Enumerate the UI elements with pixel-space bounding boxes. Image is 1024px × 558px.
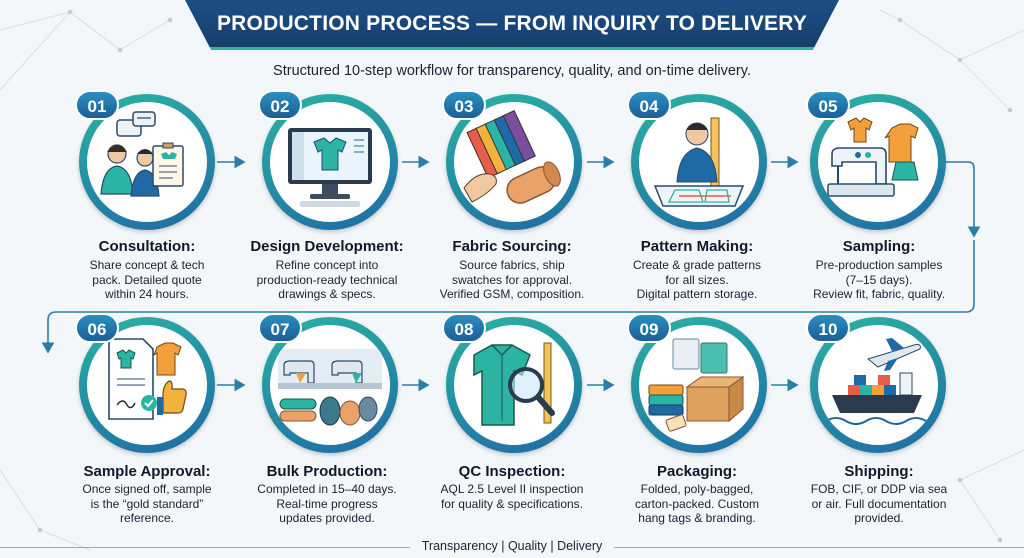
step-desc-line: production-ready technical: [256, 272, 398, 287]
step-desc-line: Real-time progress: [276, 496, 378, 511]
footer-rule-right: [614, 547, 1024, 548]
factory-icon: [278, 349, 382, 426]
design-monitor-icon: [288, 128, 372, 207]
footer-separator: |: [550, 539, 554, 553]
footer-tagline: Transparency | Quality | Delivery: [0, 539, 1024, 553]
step-desc-line: updates provided.: [279, 511, 375, 525]
consultation-icon: [100, 111, 184, 197]
step-number-badge: 04: [627, 90, 671, 120]
step-title: Fabric Sourcing:: [452, 238, 572, 255]
step-desc-line: hang tags & branding.: [638, 511, 756, 525]
footer-item: Delivery: [557, 539, 603, 553]
step-desc-line: Verified GSM, composition.: [439, 287, 585, 301]
ship-plane-icon: [825, 338, 938, 425]
step-title: Consultation:: [98, 238, 196, 255]
step-number-badge: 09: [627, 313, 671, 343]
step-title: Design Development:: [250, 238, 404, 255]
step-desc-line: within 24 hours.: [104, 287, 190, 301]
step-desc-line: reference.: [119, 511, 175, 525]
step-desc-line: Folded, poly-bagged,: [640, 482, 754, 496]
step-desc-line: for quality & specifications.: [440, 496, 584, 511]
step-desc-line: carton-packed. Custom: [634, 496, 760, 511]
pattern-maker-icon: [653, 117, 745, 207]
step-desc-line: AQL 2.5 Level II inspection: [440, 482, 584, 496]
footer-rule-left: [0, 547, 410, 548]
step-title: Packaging:: [656, 463, 738, 480]
step-number-badge: 06: [75, 313, 119, 343]
step-desc-line: or air. Full documentation: [811, 496, 947, 511]
step-title: QC Inspection:: [458, 463, 566, 480]
sewing-machine-icon: [827, 117, 919, 197]
magnifier-shirt-icon: [473, 342, 555, 426]
step-title: Bulk Production:: [266, 463, 388, 480]
step-desc-line: Share concept & tech: [89, 258, 205, 272]
fabric-swatch-icon: [463, 109, 561, 204]
step-desc-line: Create & grade patterns: [632, 258, 762, 272]
step-desc-line: Review fit, fabric, quality.: [813, 287, 945, 301]
step-desc-line: Completed in 15–40 days.: [257, 482, 397, 496]
packaging-box-icon: [648, 338, 745, 432]
footer-item: Quality: [507, 539, 547, 553]
step-desc-line: Pre-production samples: [815, 258, 943, 272]
title-banner: PRODUCTION PROCESS — FROM INQUIRY TO DEL…: [185, 0, 839, 50]
step-number-badge: 02: [258, 90, 302, 120]
page-title: PRODUCTION PROCESS — FROM INQUIRY TO DEL…: [216, 11, 808, 35]
approval-document-icon: [108, 338, 187, 420]
step-number-badge: 05: [806, 90, 850, 120]
step-title: Shipping:: [844, 463, 914, 480]
step-desc-line: pack. Detailed quote: [92, 272, 202, 287]
step-desc-line: provided.: [854, 511, 904, 525]
step-desc-line: Digital pattern storage.: [636, 287, 758, 301]
step-title: Sampling:: [842, 238, 916, 255]
step-title: Sample Approval:: [83, 463, 211, 480]
step-desc-line: for all sizes.: [665, 272, 729, 287]
step-number-badge: 10: [806, 313, 850, 343]
footer-separator: |: [501, 539, 505, 553]
step-desc-line: drawings & specs.: [278, 287, 376, 301]
page-subtitle: Structured 10-step workflow for transpar…: [273, 63, 751, 79]
step-desc-line: (7–15 days).: [845, 272, 913, 287]
step-desc-line: swatches for approval.: [451, 272, 573, 287]
step-number-badge: 07: [258, 313, 302, 343]
step-number-badge: 03: [442, 90, 486, 120]
arrow-05-06: [938, 161, 981, 238]
step-desc-line: FOB, CIF, or DDP via sea: [810, 482, 948, 496]
step-desc-line: is the “gold standard”: [90, 496, 204, 511]
step-desc-line: Source fabrics, ship: [459, 258, 565, 272]
arrow-05-06-return: [41, 240, 975, 354]
step-desc-line: Once signed off, sample: [82, 482, 212, 496]
footer-item: Transparency: [421, 539, 498, 553]
step-title: Pattern Making:: [640, 238, 754, 255]
step-number-badge: 01: [75, 90, 119, 120]
step-number-badge: 08: [442, 313, 486, 343]
step-desc-line: Refine concept into: [275, 258, 379, 272]
